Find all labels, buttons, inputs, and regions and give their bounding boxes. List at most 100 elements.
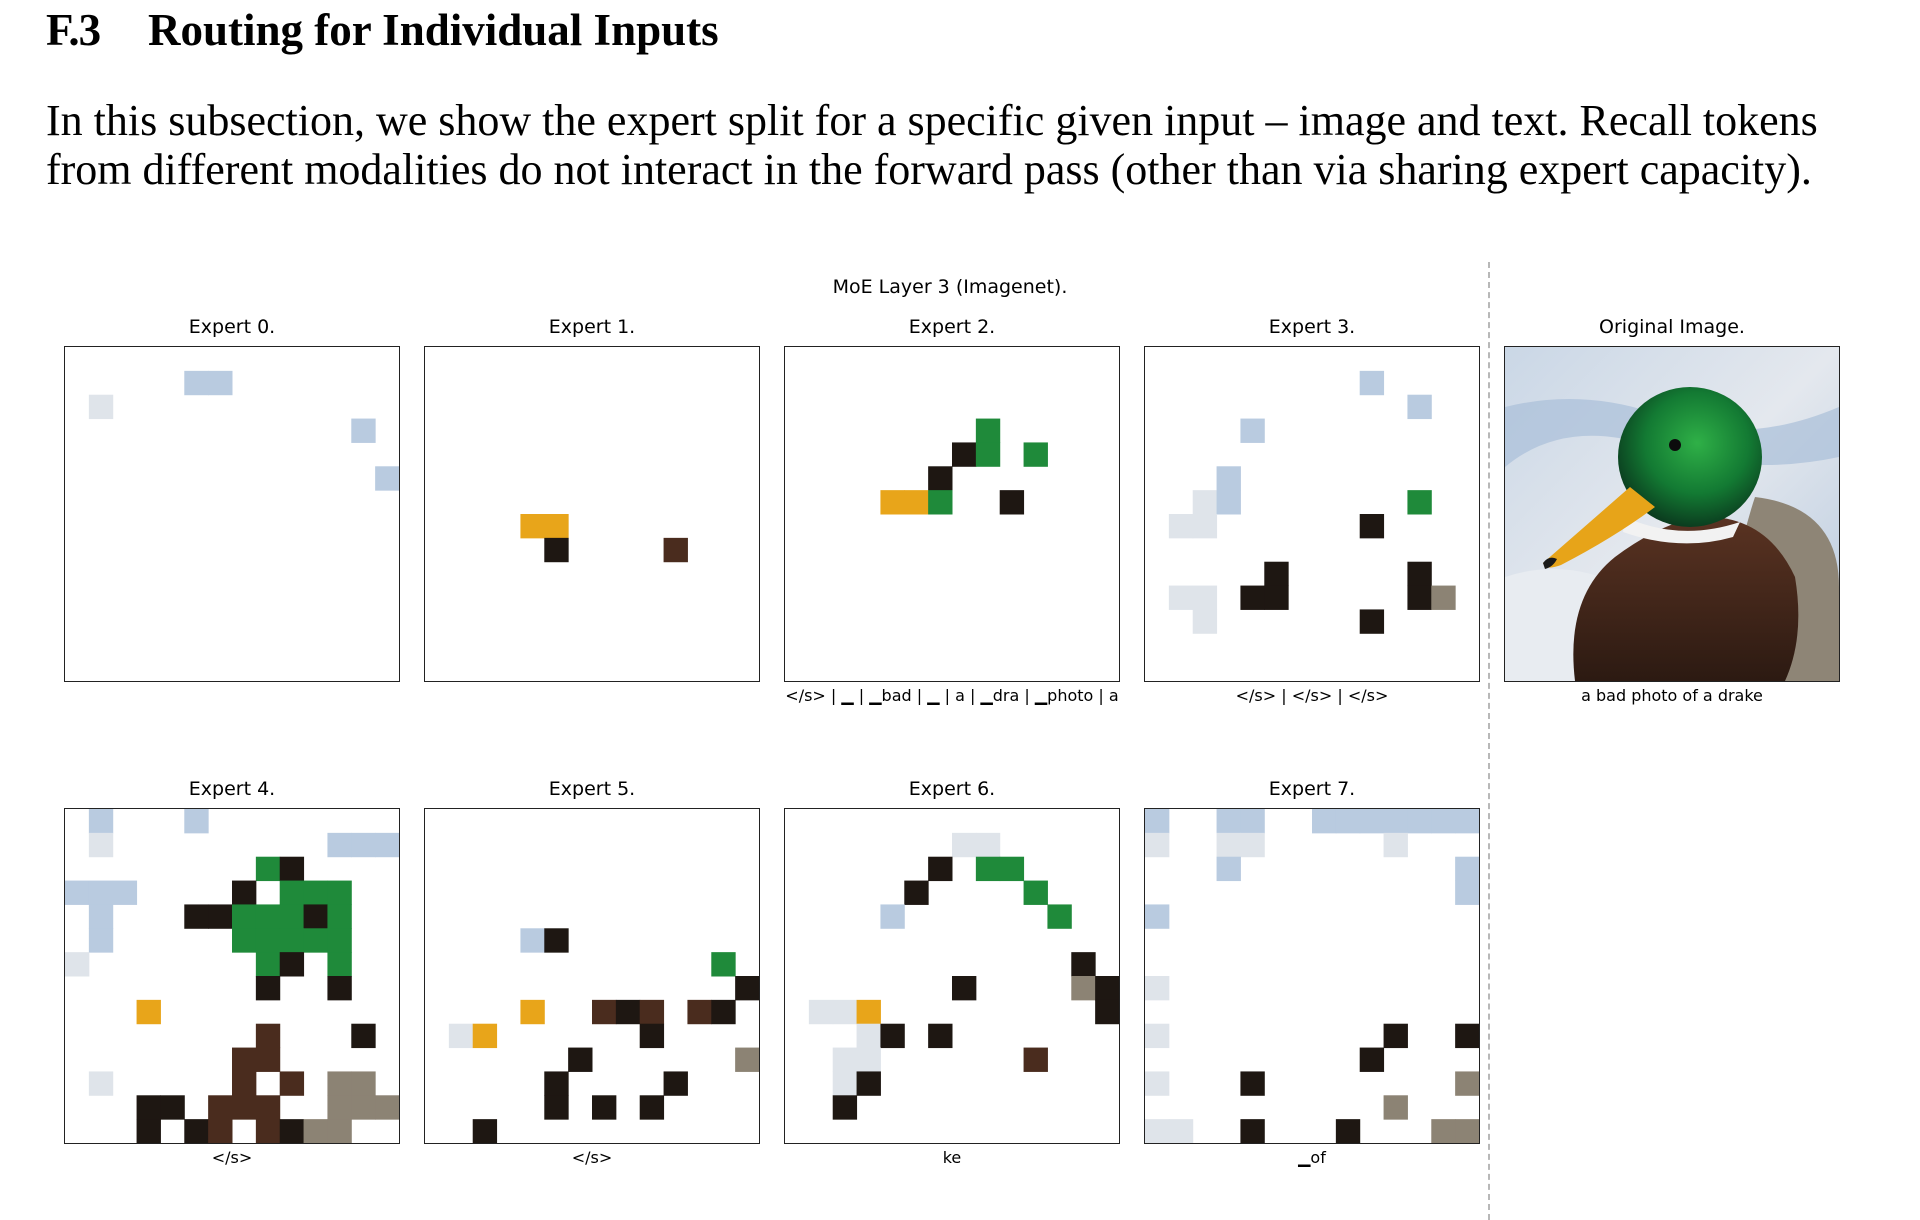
- image-patch: [255, 904, 281, 929]
- image-patch: [663, 537, 688, 563]
- image-patch: [88, 928, 114, 953]
- image-patch: [88, 809, 114, 834]
- image-patch: [975, 442, 1001, 467]
- expert-0-patches: [88, 370, 399, 491]
- image-patch: [232, 1095, 257, 1120]
- section-number: F.3: [46, 5, 101, 55]
- image-patch: [1216, 466, 1241, 491]
- panel-expert-2: [784, 346, 1120, 682]
- intro-paragraph: In this subsection, we show the expert s…: [46, 96, 1906, 194]
- image-patch: [880, 490, 905, 515]
- image-patch: [592, 1095, 617, 1120]
- image-patch: [1023, 442, 1048, 467]
- image-patch: [544, 1071, 569, 1096]
- image-patch: [184, 809, 209, 834]
- image-patch: [1383, 1095, 1408, 1120]
- image-patch: [639, 1023, 665, 1049]
- image-patch: [303, 1119, 328, 1143]
- expert-6-patches: [808, 832, 1119, 1120]
- image-patch: [327, 832, 352, 858]
- image-patch: [952, 442, 977, 467]
- panel-title-original: Original Image.: [1599, 316, 1745, 338]
- image-patch: [880, 1023, 905, 1049]
- image-patch: [472, 1023, 498, 1049]
- image-patch: [255, 976, 281, 1001]
- image-patch: [1431, 809, 1456, 834]
- image-patch: [255, 1119, 281, 1143]
- image-patch: [1359, 809, 1385, 834]
- image-patch: [65, 880, 90, 905]
- image-patch: [255, 1023, 281, 1049]
- image-patch: [279, 1071, 305, 1096]
- paragraph-line-1: In this subsection, we show the expert s…: [46, 96, 1818, 145]
- caption-expert-5: </s>: [571, 1148, 613, 1167]
- image-patch: [1145, 976, 1170, 1001]
- image-patch: [112, 880, 138, 905]
- panel-expert-1: [424, 346, 760, 682]
- image-patch: [1431, 1119, 1456, 1143]
- image-patch: [1240, 418, 1265, 443]
- image-patch: [232, 1047, 257, 1072]
- image-patch: [856, 999, 881, 1025]
- image-patch: [1145, 1023, 1170, 1049]
- panel-expert-5: [424, 808, 760, 1144]
- caption-expert-4: </s>: [211, 1148, 253, 1167]
- panel-title-expert-3: Expert 3.: [1268, 316, 1356, 338]
- image-patch: [327, 904, 352, 929]
- image-patch: [975, 832, 1001, 858]
- image-patch: [975, 418, 1001, 443]
- image-patch: [1312, 809, 1337, 834]
- image-patch: [184, 904, 209, 929]
- image-patch: [1216, 856, 1241, 882]
- expert-3-patches: [1168, 370, 1456, 634]
- caption-expert-2: </s> | ▁ | ▁bad | ▁ | a | ▁dra | ▁photo …: [785, 686, 1119, 705]
- image-patch: [832, 1071, 858, 1096]
- image-patch: [1264, 585, 1289, 610]
- image-patch: [375, 1095, 399, 1120]
- image-patch: [1145, 1071, 1170, 1096]
- image-patch: [375, 466, 399, 491]
- image-patch: [232, 1071, 257, 1096]
- image-patch: [279, 904, 305, 929]
- image-patch: [279, 928, 305, 953]
- paragraph-line-2: from different modalities do not interac…: [46, 145, 1812, 194]
- image-patch: [279, 880, 305, 905]
- image-patch: [279, 856, 305, 882]
- image-patch: [448, 1023, 474, 1049]
- image-patch: [928, 490, 953, 515]
- image-patch: [639, 1095, 665, 1120]
- figure-title: MoE Layer 3 (Imagenet).: [832, 276, 1068, 298]
- image-patch: [663, 1071, 688, 1096]
- panel-title-expert-7: Expert 7.: [1268, 778, 1356, 800]
- image-patch: [832, 1095, 858, 1120]
- moe-routing-figure: MoE Layer 3 (Imagenet). Expert 0. Expert…: [0, 250, 1920, 1220]
- image-patch: [1264, 561, 1289, 587]
- image-patch: [999, 856, 1025, 882]
- image-patch: [1383, 809, 1408, 834]
- divider-line: [1488, 262, 1490, 1220]
- image-patch: [544, 514, 569, 539]
- image-patch: [1359, 514, 1385, 539]
- image-patch: [1168, 585, 1194, 610]
- panel-title-expert-2: Expert 2.: [908, 316, 996, 338]
- image-patch: [1168, 1119, 1194, 1143]
- image-patch: [928, 466, 953, 491]
- image-patch: [184, 1119, 209, 1143]
- image-patch: [279, 952, 305, 977]
- image-patch: [88, 1071, 114, 1096]
- image-patch: [232, 904, 257, 929]
- image-patch: [1407, 490, 1432, 515]
- panel-expert-0: [64, 346, 400, 682]
- image-patch: [1407, 809, 1432, 834]
- image-patch: [1071, 952, 1096, 977]
- image-patch: [544, 928, 569, 953]
- image-patch: [1192, 490, 1218, 515]
- caption-expert-3: </s> | </s> | </s>: [1235, 686, 1389, 705]
- panel-title-expert-0: Expert 0.: [188, 316, 276, 338]
- image-patch: [544, 1095, 569, 1120]
- expert-5-patches: [448, 928, 759, 1143]
- panel-expert-7: [1144, 808, 1480, 1144]
- image-patch: [1216, 832, 1241, 858]
- image-patch: [255, 1047, 281, 1072]
- image-patch: [1192, 514, 1218, 539]
